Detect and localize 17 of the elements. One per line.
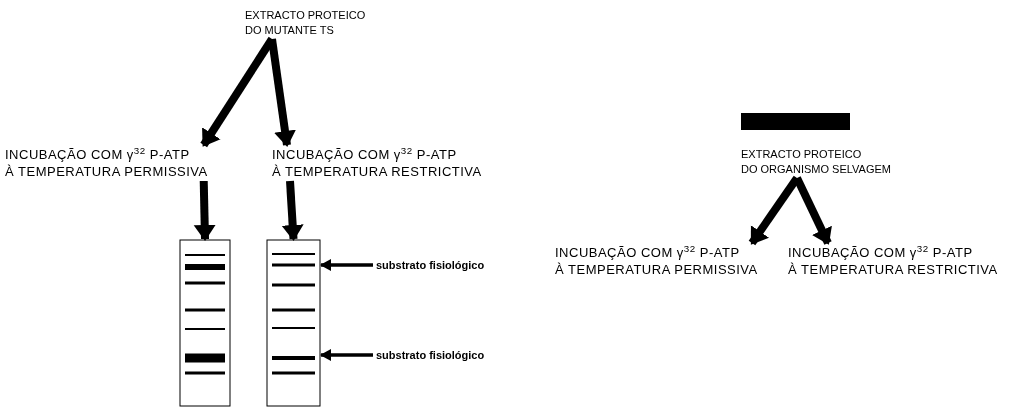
callout-label: substrato fisiológico: [376, 258, 485, 272]
step-label: EXTRACTO PROTEICO DO ORGANISMO SELVAGEM: [741, 147, 891, 177]
step-label: INCUBAÇÃO COM γ$^{32}$ P-ATP À TEMPERATURA RESTRICTIVA: [272, 146, 482, 180]
step-label: INCUBAÇÃO COM γ$^{32}$ P-ATP À TEMPERATURA PERMISSIVA: [555, 244, 758, 278]
filled-bar: [741, 113, 850, 130]
step-label: EXTRACTO PROTEICO DO MUTANTE TS: [245, 8, 366, 38]
callout-label: substrato fisiológico: [376, 348, 485, 362]
gel-lane-drawing: [266, 239, 321, 407]
arrow: [320, 259, 373, 271]
arrow: [268, 38, 296, 147]
step-label: INCUBAÇÃO COM γ$^{32}$ P-ATP À TEMPERATURA RESTRICTIVA: [788, 244, 998, 278]
step-label: INCUBAÇÃO COM γ$^{32}$ P-ATP À TEMPERATURA PERMISSIVA: [5, 146, 208, 180]
arrow: [793, 176, 832, 245]
arrow: [320, 349, 373, 361]
arrow: [193, 180, 216, 241]
arrow: [281, 180, 304, 241]
gel-lane-drawing: [179, 239, 231, 407]
